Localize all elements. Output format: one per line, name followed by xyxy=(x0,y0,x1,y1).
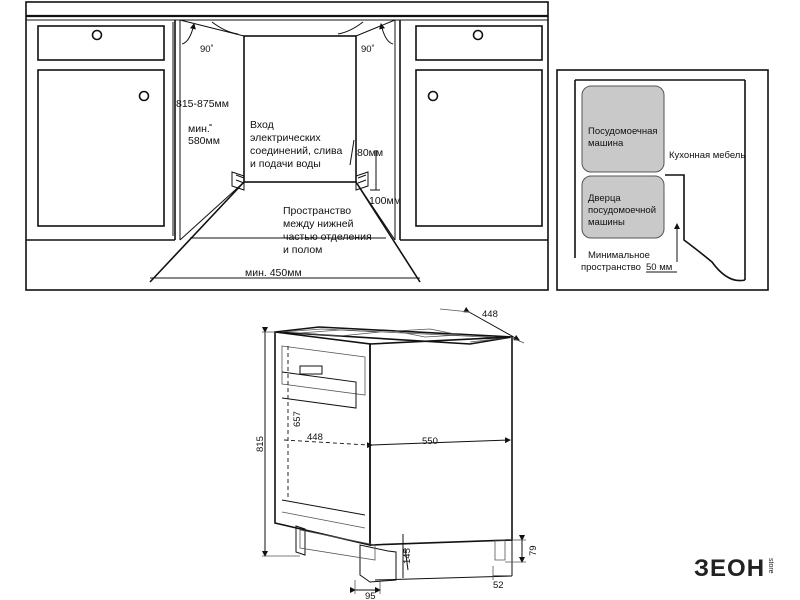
min-height-prefix: мин. xyxy=(188,123,210,135)
floor-space-label: Пространство между нижней частью отделен… xyxy=(283,205,375,256)
plinth-depth-label: 52 xyxy=(493,580,504,591)
height-range-label: 815-875мм xyxy=(176,98,229,110)
left-cabinet-knob xyxy=(138,90,150,102)
side-view-frame xyxy=(556,69,769,291)
niche-back-wall xyxy=(243,35,357,183)
zeon-logo: ЗЕОН store xyxy=(694,555,780,586)
min-space-prefix: Минимальное xyxy=(588,250,650,261)
min-space-value: 50 мм xyxy=(646,262,672,273)
base-foot xyxy=(359,544,397,583)
right-cabinet-knob xyxy=(427,90,439,102)
dishwasher-panel xyxy=(581,85,665,173)
width-front-label: 448 xyxy=(307,432,323,443)
angle-left-label: 90˚ xyxy=(200,44,214,55)
logo-text: ЗЕОН xyxy=(694,555,766,582)
dishwasher-label: Посудомоечная машина xyxy=(588,126,660,149)
plinth-height-label: 79 xyxy=(528,545,539,556)
angle-right-label: 90˚ xyxy=(361,44,375,55)
height-total-label: 815 xyxy=(255,436,266,452)
furniture-label: Кухонная мебель xyxy=(669,150,745,161)
door-label: Дверца посудомоечной машины xyxy=(588,193,659,228)
left-drawer-knob xyxy=(91,29,103,41)
left-drawer xyxy=(37,25,165,61)
niche-frame xyxy=(25,1,549,291)
foot-height-label: 145 xyxy=(402,548,413,564)
height-front-label: 657 xyxy=(292,411,303,427)
dim-80-label: 80мм xyxy=(357,147,383,159)
dim-100-label: 100мм xyxy=(369,195,401,207)
connections-label: Вход электрических соединений, слива и п… xyxy=(250,119,345,170)
min-height-value: 580мм xyxy=(188,135,220,147)
side-view-diagram: Посудомоечная машина Дверца посудомоечно… xyxy=(556,69,769,291)
right-drawer-knob xyxy=(472,29,484,41)
machine-drawing: 448 815 657 448 550 145 95 79 52 xyxy=(255,306,539,600)
min-width-label: мин. 450мм xyxy=(245,267,302,279)
door-panel xyxy=(581,175,665,239)
base-width-label: 95 xyxy=(365,591,376,600)
right-cabinet-door xyxy=(415,69,543,227)
depth-side-label: 550 xyxy=(422,436,438,447)
left-cabinet-door xyxy=(37,69,165,227)
logo-suffix: store xyxy=(767,558,774,574)
niche-diagram: 90˚ 90˚ 815-875мм мин. 580мм Вход электр… xyxy=(25,1,549,291)
min-space-line2: пространство xyxy=(581,262,641,273)
depth-top-label: 448 xyxy=(482,309,498,320)
control-panel xyxy=(299,365,323,375)
right-drawer xyxy=(415,25,543,61)
